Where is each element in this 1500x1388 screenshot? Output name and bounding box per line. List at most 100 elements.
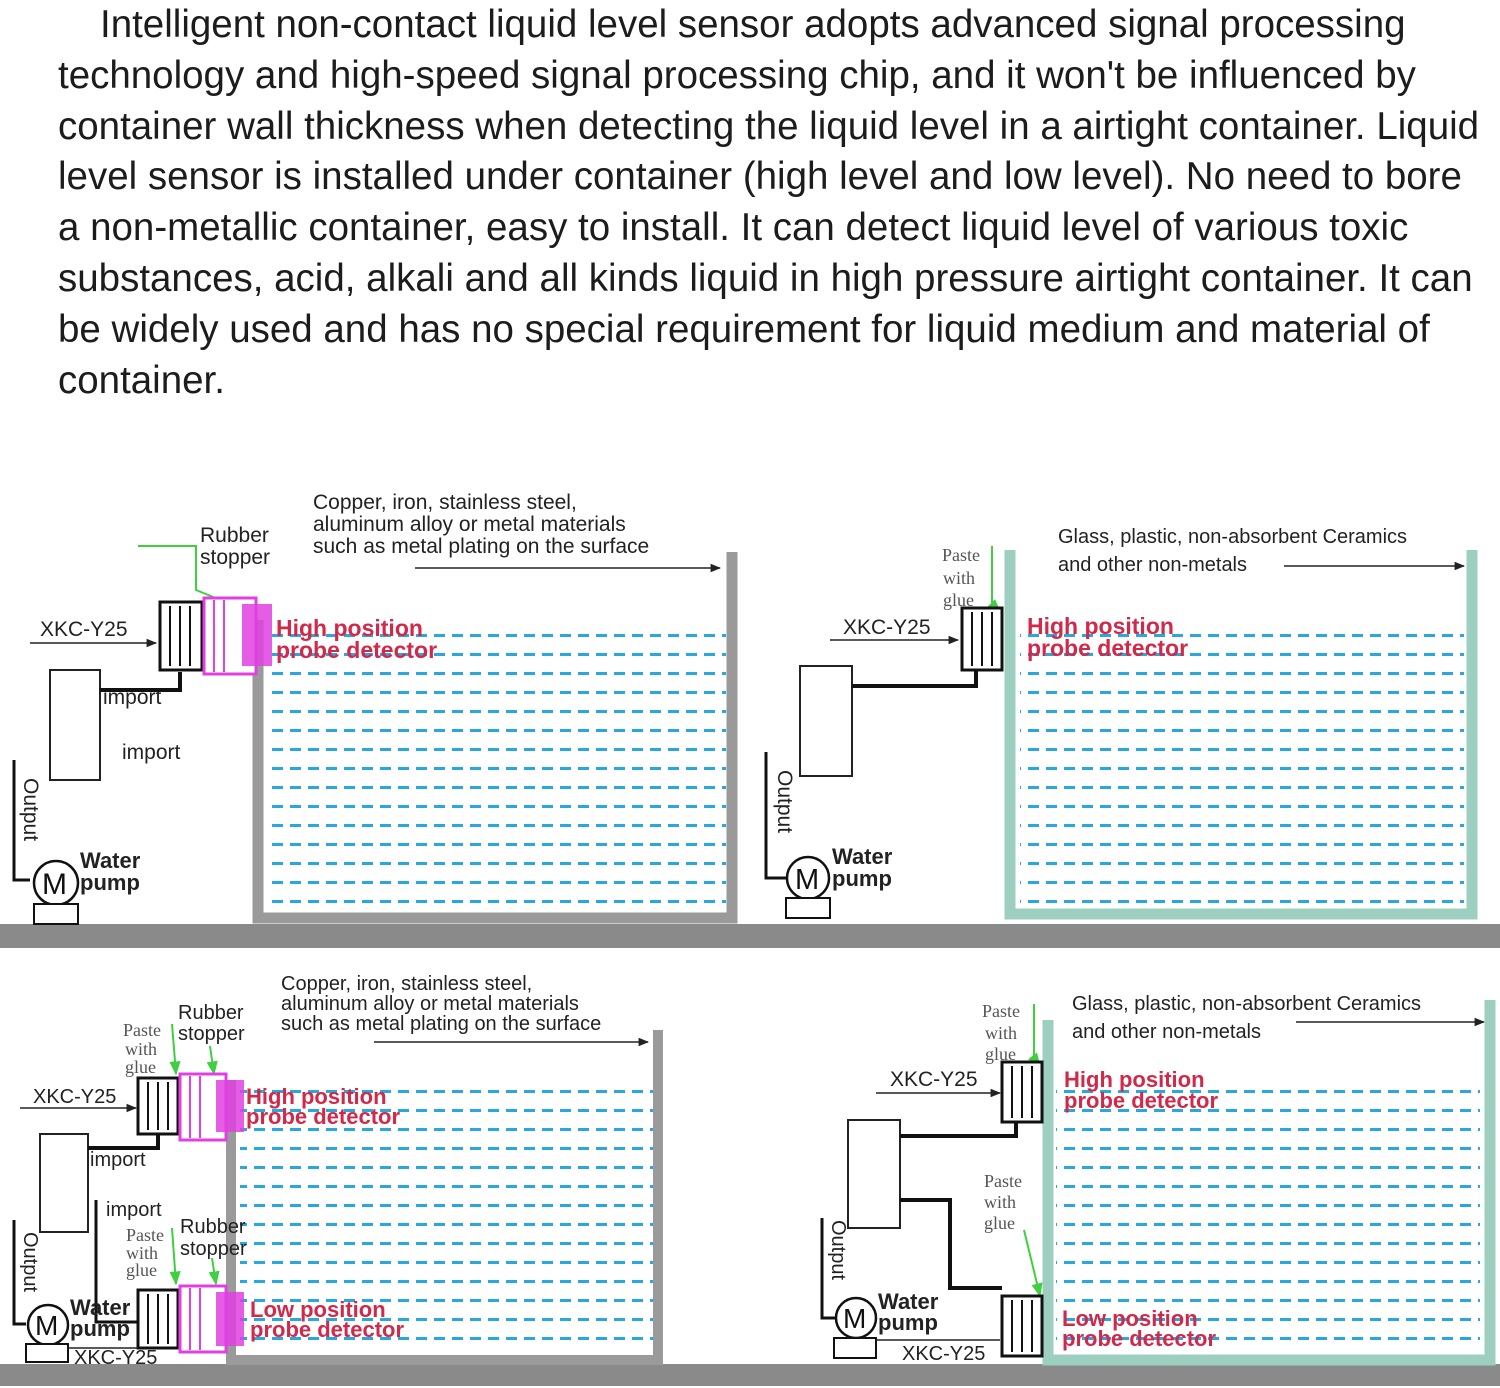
- cable: [94, 1200, 138, 1324]
- paste-glue-label: Paste: [982, 1001, 1020, 1021]
- import-label: import: [90, 1149, 146, 1171]
- water-pump-label: pump: [80, 870, 140, 895]
- glass-container-wall: [1042, 1000, 1496, 1366]
- output-label: Output: [19, 778, 42, 841]
- cable: [100, 672, 182, 692]
- output-label: Output: [19, 1232, 41, 1292]
- material-text: such as metal plating on the surface: [281, 1013, 601, 1035]
- paste-glue-label: Paste: [123, 1020, 161, 1040]
- water-body: [1056, 1090, 1480, 1356]
- import-label: import: [122, 741, 181, 764]
- water-body: [1020, 628, 1464, 914]
- material-text: Copper, iron, stainless steel,: [281, 973, 532, 995]
- low-position-label: Low position: [1062, 1306, 1198, 1331]
- low-position-label: Low position: [250, 1297, 386, 1322]
- water-pump-label: pump: [70, 1316, 130, 1341]
- material-text: such as metal plating on the surface: [313, 535, 649, 558]
- cable: [900, 1122, 1018, 1138]
- sensor-label: XKC-Y25: [40, 618, 128, 641]
- high-position-label: probe detector: [1064, 1088, 1218, 1113]
- high-position-label: High position: [246, 1084, 387, 1109]
- sensor-label: XKC-Y25: [843, 616, 931, 639]
- paste-glue-label: with: [985, 1023, 1017, 1043]
- paste-glue-label: with: [125, 1039, 157, 1059]
- high-position-label: High position: [276, 615, 423, 641]
- green-pointer-arrow: [169, 1227, 181, 1286]
- floor-top: [0, 924, 1500, 948]
- sensor-body: [1000, 1060, 1044, 1124]
- material-text: and other non-metals: [1072, 1021, 1261, 1043]
- motor-letter: M: [42, 868, 67, 901]
- sensor-label-low: XKC-Y25: [74, 1347, 157, 1369]
- sensor-label: XKC-Y25: [33, 1086, 116, 1108]
- water-pump-label: pump: [878, 1310, 938, 1335]
- motor-letter: M: [35, 1310, 58, 1341]
- green-pointer-arrow: [987, 546, 1001, 613]
- import-label: import: [106, 1199, 162, 1221]
- controller-box: [49, 669, 101, 781]
- controller-box: [799, 665, 853, 777]
- low-position-label: probe detector: [1062, 1326, 1216, 1351]
- water-body: [268, 628, 726, 916]
- paste-glue-label: glue: [984, 1213, 1015, 1233]
- controller-box: [39, 1133, 89, 1233]
- motor-letter: M: [795, 864, 819, 896]
- cable: [900, 1198, 1002, 1290]
- rubber-label: Rubber: [178, 1002, 244, 1024]
- output-label: Output: [773, 770, 796, 833]
- green-pointer-arrow: [206, 1045, 218, 1076]
- water-pump-label: Water: [832, 844, 893, 869]
- glass-container-wall: [1004, 550, 1478, 920]
- paste-glue-label: with: [126, 1243, 158, 1263]
- rubber-label: Rubber: [200, 524, 269, 547]
- sensor-label: XKC-Y25: [890, 1068, 978, 1091]
- panel-bottom-left: Copper, iron, stainless steel, aluminum …: [12, 973, 663, 1369]
- water-pump-label: Water: [80, 848, 141, 873]
- stopper-label: stopper: [178, 1023, 245, 1045]
- water-pump-label: Water: [878, 1289, 939, 1314]
- metal-container-wall: [226, 1030, 663, 1365]
- panel-top-right: Glass, plastic, non-absorbent Ceramics a…: [764, 526, 1478, 920]
- panel-bottom-right: Glass, plastic, non-absorbent Ceramics a…: [820, 993, 1496, 1366]
- material-text: Glass, plastic, non-absorbent Ceramics: [1072, 993, 1421, 1015]
- pump-base: [785, 897, 831, 919]
- material-text: Copper, iron, stainless steel,: [313, 491, 577, 514]
- paste-glue-label: with: [984, 1192, 1016, 1212]
- pump-base: [833, 1337, 877, 1359]
- paste-glue-label: Paste: [942, 545, 980, 565]
- controller-box: [847, 1119, 901, 1229]
- stopper-label: stopper: [180, 1238, 247, 1260]
- paste-glue-label: glue: [985, 1044, 1016, 1064]
- floor-bottom: [0, 1364, 1500, 1386]
- paste-glue-label: with: [943, 568, 975, 588]
- green-pointer-arrow: [1027, 1004, 1041, 1068]
- cable: [852, 670, 978, 688]
- stopper-label: stopper: [200, 546, 270, 569]
- output-pipe: [12, 1220, 26, 1326]
- material-text: Glass, plastic, non-absorbent Ceramics: [1058, 526, 1407, 548]
- high-position-label: High position: [1027, 613, 1174, 639]
- high-position-label: probe detector: [276, 637, 437, 663]
- low-position-label: probe detector: [250, 1317, 404, 1342]
- pump-base: [33, 903, 79, 925]
- probe-detector-high: [216, 1080, 244, 1132]
- water-pump-label: pump: [832, 866, 892, 891]
- output-pipe: [820, 1218, 836, 1320]
- output-pipe: [764, 752, 786, 880]
- paste-glue-label: glue: [126, 1260, 157, 1280]
- pump-base: [25, 1343, 69, 1363]
- water-body: [240, 1090, 654, 1358]
- high-position-label: probe detector: [246, 1104, 400, 1129]
- cable: [88, 1134, 160, 1150]
- paste-glue-label: Paste: [984, 1171, 1022, 1191]
- metal-container-wall: [252, 552, 738, 924]
- output-label: Output: [827, 1220, 849, 1280]
- green-pointer-arrow: [208, 1257, 220, 1286]
- intro-paragraph: Intelligent non-contact liquid level sen…: [58, 3, 1480, 402]
- rubber-label: Rubber: [180, 1216, 246, 1238]
- water-pump-label: Water: [70, 1295, 131, 1320]
- panel-top-left: Copper, iron, stainless steel, aluminum …: [12, 491, 738, 925]
- material-text: aluminum alloy or metal materials: [313, 513, 626, 536]
- probe-detector-high: [242, 604, 272, 666]
